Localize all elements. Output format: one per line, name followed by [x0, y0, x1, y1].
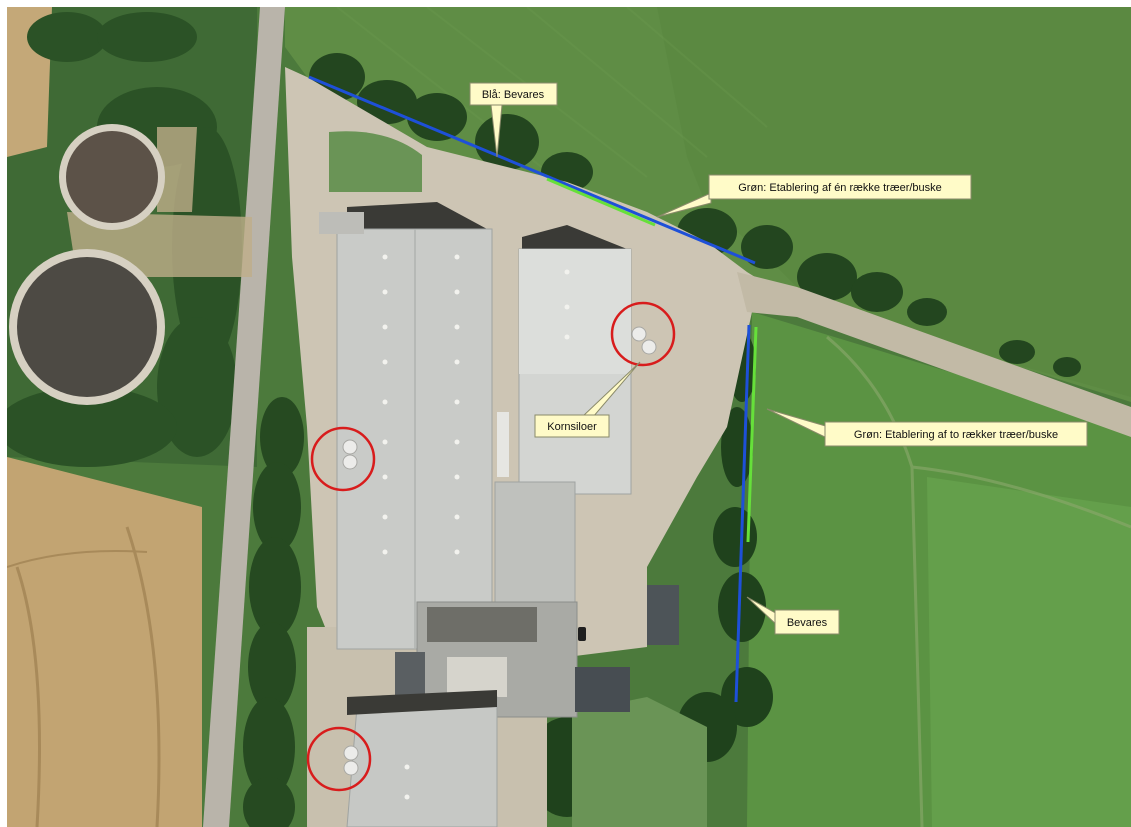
callout-preserve-text: Bevares — [787, 617, 828, 629]
silo-marker-west — [310, 426, 376, 492]
callout-preserve: Bevares — [746, 596, 840, 635]
callout-green-two-rows-text: Grøn: Etablering af to rækker træer/busk… — [854, 429, 1058, 441]
car — [578, 627, 586, 641]
roof-vents — [382, 254, 570, 800]
silo-marker-east — [610, 301, 676, 367]
callout-blue-preserve-text: Blå: Bevares — [482, 89, 545, 101]
slurry-tank-south — [17, 257, 157, 397]
aerial-map-canvas: Blå: Bevares Grøn: Etablering af én rækk… — [7, 7, 1131, 827]
south-lawn — [572, 697, 707, 827]
silo-marker-south — [306, 726, 372, 792]
callout-green-one-row: Grøn: Etablering af én række træer/buske — [656, 174, 972, 218]
main-road — [203, 7, 285, 827]
house — [575, 667, 630, 712]
callouts: Blå: Bevares Grøn: Etablering af én rækk… — [469, 82, 1088, 635]
small-shed — [647, 585, 679, 645]
slurry-tank-north — [66, 131, 158, 223]
callout-silos: Kornsiloer — [534, 361, 641, 438]
aerial-map: Blå: Bevares Grøn: Etablering af én rækk… — [7, 7, 1131, 827]
north-field-east — [607, 7, 1131, 397]
callout-silos-text: Kornsiloer — [547, 421, 597, 433]
southeast-field-tracks — [826, 335, 1131, 827]
farm-buildings — [319, 202, 679, 827]
east-driveway — [737, 272, 1131, 437]
green-one-row-line — [546, 177, 656, 227]
annotation-lines — [308, 75, 758, 703]
blue-preserve-line-north — [308, 75, 756, 265]
southwest-field — [7, 457, 202, 827]
callout-blue-preserve: Blå: Bevares — [469, 82, 558, 158]
lawn-patch — [329, 131, 422, 192]
callout-green-one-row-text: Grøn: Etablering af én række træer/buske — [738, 182, 942, 194]
connecting-building — [494, 481, 576, 603]
blue-preserve-line-east — [734, 324, 751, 703]
green-two-rows-line — [746, 326, 758, 543]
slurry-tanks — [9, 124, 165, 405]
silo-markers — [306, 301, 676, 792]
grain-silos — [342, 326, 657, 776]
southeast-field-light — [927, 477, 1131, 827]
callout-green-two-rows: Grøn: Etablering af to rækker træer/busk… — [766, 408, 1088, 447]
